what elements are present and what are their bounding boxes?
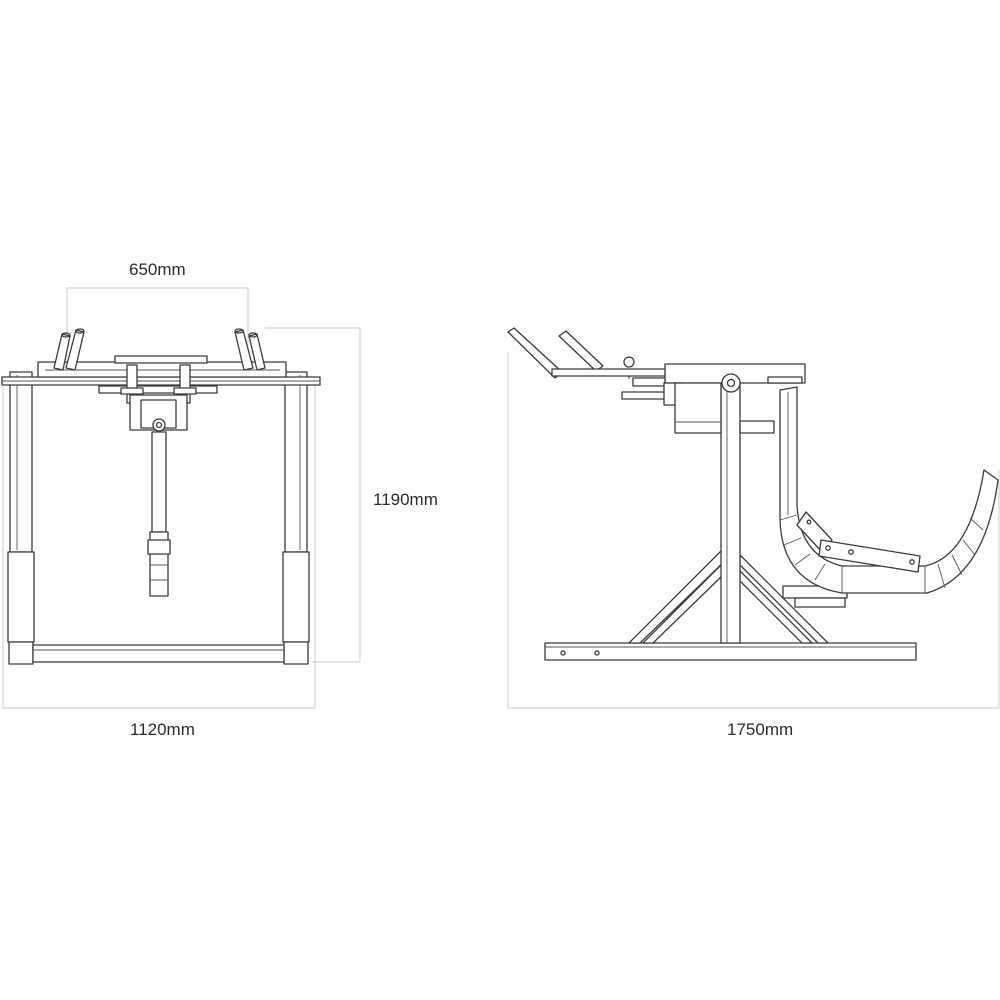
side-roller-pad <box>796 511 921 573</box>
front-handles-right <box>234 328 266 371</box>
front-center-bracket <box>120 364 197 432</box>
side-upper-assembly <box>621 356 775 434</box>
dim-label-1190: 1190mm <box>373 490 438 509</box>
side-handles <box>507 327 666 379</box>
side-a-frame <box>628 550 829 644</box>
side-base-beam <box>544 642 917 661</box>
side-main-post <box>720 381 741 644</box>
dim-line-1750 <box>507 352 1000 709</box>
dim-line-1120 <box>2 382 316 709</box>
front-right-post <box>282 371 310 665</box>
front-center-column <box>147 431 171 597</box>
dim-label-1750: 1750mm <box>727 720 794 739</box>
dim-line-650 <box>66 287 249 345</box>
side-view <box>507 327 999 661</box>
front-top-frame <box>37 355 287 378</box>
front-cross-plate <box>98 385 218 394</box>
dim-label-650: 650mm <box>129 260 186 279</box>
front-handles-left <box>53 328 85 371</box>
dimension-lines <box>2 287 1000 709</box>
dim-label-1120: 1120mm <box>130 720 195 739</box>
dim-line-1190 <box>265 327 361 663</box>
side-pivot <box>721 373 741 393</box>
front-top-bar <box>1 376 321 386</box>
front-left-post <box>7 371 35 665</box>
front-base-bar <box>32 644 285 663</box>
front-view <box>1 328 321 665</box>
